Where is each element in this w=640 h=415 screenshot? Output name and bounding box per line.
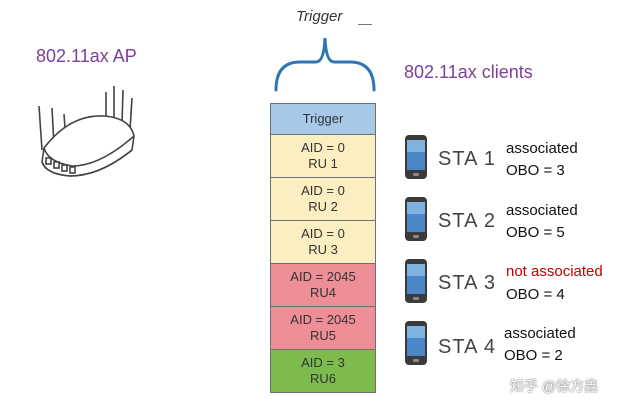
sta-obo: OBO = 3 xyxy=(506,162,565,179)
ru-block-6: AID = 3 RU6 xyxy=(270,349,376,393)
ru-block-aid: AID = 0 xyxy=(301,140,345,155)
trigger-block-label: Trigger xyxy=(302,111,344,126)
curly-brace-icon xyxy=(274,37,376,92)
sta-label: STA 4 xyxy=(438,336,496,358)
ru-block-aid: AID = 3 xyxy=(301,355,345,370)
sta-status: not associated xyxy=(506,263,603,280)
ru-block-5: AID = 2045 RU5 xyxy=(270,306,376,350)
sta-label: STA 2 xyxy=(438,210,496,232)
ru-block-ru: RU4 xyxy=(309,285,336,300)
ru-block-ru: RU6 xyxy=(309,371,336,386)
sta-status: associated xyxy=(504,325,576,342)
ap-title: 802.11ax AP xyxy=(36,46,137,66)
trigger-label: Trigger xyxy=(296,8,343,25)
sta-label: STA 1 xyxy=(438,148,496,170)
sta-obo: OBO = 2 xyxy=(504,347,563,364)
clients-title: 802.11ax clients xyxy=(404,62,533,82)
smartphone-icon xyxy=(405,197,427,241)
ru-block-1: AID = 0 RU 1 xyxy=(270,134,376,178)
ru-block-ru: RU 1 xyxy=(308,156,338,171)
ru-stack: Trigger AID = 0 RU 1 AID = 0 RU 2 AID = … xyxy=(270,103,376,393)
ru-block-ru: RU 3 xyxy=(308,242,338,257)
smartphone-icon xyxy=(405,259,427,303)
sta-status: associated xyxy=(506,140,578,157)
ru-block-2: AID = 0 RU 2 xyxy=(270,177,376,221)
watermark: 知乎 @徐方鑫 xyxy=(510,378,599,394)
trigger-underline xyxy=(358,24,372,25)
smartphone-icon xyxy=(405,135,427,179)
trigger-block: Trigger xyxy=(270,103,376,135)
ru-block-aid: AID = 0 xyxy=(301,226,345,241)
ru-block-ru: RU 2 xyxy=(308,199,338,214)
ru-block-aid: AID = 2045 xyxy=(290,312,356,327)
sta-obo: OBO = 4 xyxy=(506,286,565,303)
ru-block-ru: RU5 xyxy=(309,328,336,343)
ru-block-aid: AID = 0 xyxy=(301,183,345,198)
router-icon xyxy=(38,86,135,177)
sta-obo: OBO = 5 xyxy=(506,224,565,241)
sta-label: STA 3 xyxy=(438,272,496,294)
ru-block-3: AID = 0 RU 3 xyxy=(270,220,376,264)
sta-status: associated xyxy=(506,202,578,219)
ru-block-aid: AID = 2045 xyxy=(290,269,356,284)
ru-block-4: AID = 2045 RU4 xyxy=(270,263,376,307)
smartphone-icon xyxy=(405,321,427,365)
